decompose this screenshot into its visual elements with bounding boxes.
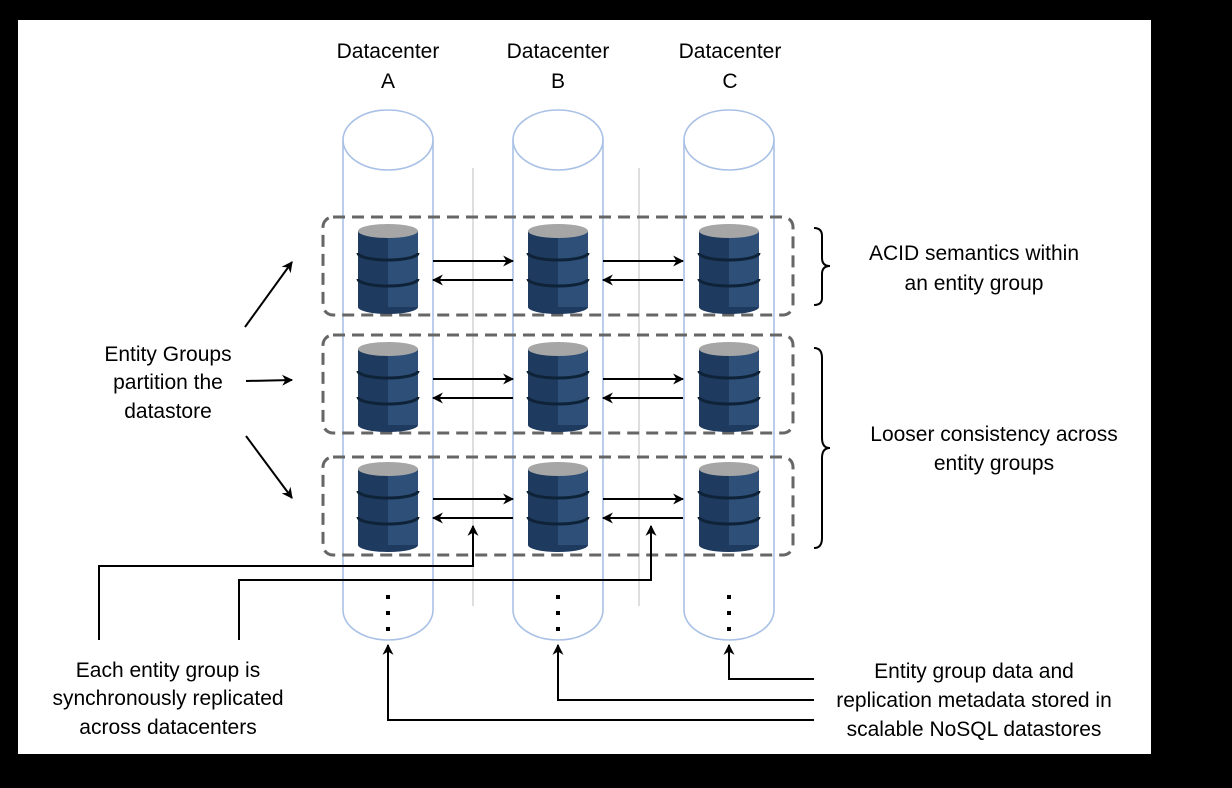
database-icon <box>526 462 590 552</box>
acid-label-line-2: an entity group <box>905 272 1044 295</box>
database-icon <box>356 342 420 432</box>
column-b-ellipsis <box>556 595 560 631</box>
storage-label-line-1: Entity group data and <box>874 660 1074 683</box>
database-icon <box>697 224 761 314</box>
replication-label-line-2: synchronously replicated <box>52 687 283 710</box>
storage-label-line-3: scalable NoSQL datastores <box>847 718 1102 741</box>
replication-label-line-1: Each entity group is <box>76 659 260 682</box>
column-b-letter: B <box>551 70 565 93</box>
looser-label-line-2: entity groups <box>934 452 1054 475</box>
database-icon <box>697 342 761 432</box>
datacenter-c-cylinder-icon <box>683 109 775 641</box>
entity-groups-label-line-1: Entity Groups <box>104 343 231 366</box>
database-icon <box>356 224 420 314</box>
database-icons <box>356 224 761 552</box>
entity-group-box-3 <box>321 455 795 557</box>
looser-brace-icon <box>813 347 831 549</box>
column-a-ellipsis <box>386 595 390 631</box>
database-icon <box>697 462 761 552</box>
column-a-title: Datacenter <box>337 40 440 63</box>
database-icon <box>356 462 420 552</box>
replication-callout-connector-2 <box>238 524 657 640</box>
replication-arrows <box>431 255 685 524</box>
storage-label-line-2: replication metadata stored in <box>836 689 1112 712</box>
column-c-title: Datacenter <box>679 40 782 63</box>
database-icon <box>526 224 590 314</box>
entity-groups-label-line-3: datastore <box>124 400 212 423</box>
column-c-ellipsis <box>727 595 731 631</box>
column-a-letter: A <box>381 70 395 93</box>
replication-label-line-3: across datacenters <box>79 716 256 739</box>
storage-connector-a <box>382 643 814 721</box>
arrow-to-group-3 <box>245 435 293 499</box>
datacenter-a-cylinder-icon <box>342 109 434 641</box>
replication-callout-connector-1 <box>98 524 479 640</box>
column-c-letter: C <box>722 70 737 93</box>
storage-connector-c <box>723 643 814 680</box>
column-b-title: Datacenter <box>507 40 610 63</box>
arrow-to-group-2 <box>245 374 294 386</box>
diagram-svg: Datacenter A Datacenter B Datacenter C E… <box>52 40 1117 741</box>
diagram-canvas: Datacenter A Datacenter B Datacenter C E… <box>18 20 1151 754</box>
storage-connector-b <box>552 643 814 701</box>
datacenter-b-cylinder-icon <box>512 109 604 641</box>
entity-group-box-1 <box>321 215 795 317</box>
entity-group-box-2 <box>321 333 795 435</box>
database-icon <box>526 342 590 432</box>
entity-groups-label-line-2: partition the <box>113 371 223 394</box>
arrow-to-group-1 <box>244 261 293 328</box>
looser-label-line-1: Looser consistency across <box>870 423 1117 446</box>
acid-brace-icon <box>813 227 831 306</box>
acid-label-line-1: ACID semantics within <box>869 242 1079 265</box>
